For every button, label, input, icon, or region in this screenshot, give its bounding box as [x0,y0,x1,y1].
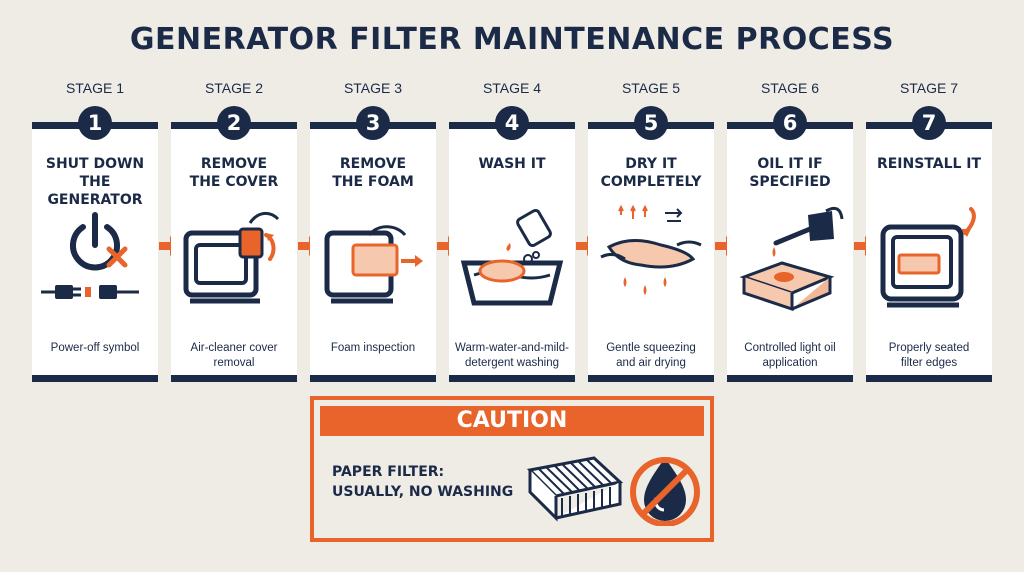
step-title-line: OIL IT IF [757,156,823,172]
step-title-line: WASH IT [478,156,546,172]
caption-line: Air-cleaner cover [190,342,278,354]
stage-5: STAGE 5 5 DRY IT COMPLETELY Gentle squee… [588,80,714,382]
caption-line: Power-off symbol [50,342,140,354]
stage-4: STAGE 4 4 WASH IT Warm-water-and-mild- d… [449,80,575,382]
step-number-badge: 5 [634,106,668,140]
caption-line: Warm-water-and-mild- [455,342,569,354]
stage-label: STAGE 3 [343,80,403,96]
step-title-line: THE COVER [189,174,279,190]
caution-header: CAUTION [320,406,704,436]
power-off-icon [41,212,139,299]
stage-3: STAGE 3 3 REMOVE THE FOAM Foam inspectio… [310,80,436,382]
step-title: DRY IT COMPLETELY [592,155,710,191]
step-caption: Foam inspection [314,341,432,356]
stage-label: STAGE 6 [760,80,820,96]
step-title-line: THE FOAM [332,174,414,190]
oil-can-icon [739,206,844,312]
step-caption: Power-off symbol [36,341,154,356]
caution-text: PAPER FILTER: USUALLY, NO WASHING [332,462,522,502]
stage-card: REINSTALL IT Properly seated filter edge… [866,122,992,382]
caption-line: Gentle squeezing [606,342,696,354]
step-title: REMOVE THE COVER [175,155,293,191]
stage-card: REMOVE THE COVER Air-cleaner cover remov… [171,122,297,382]
caution-text-line: USUALLY, NO WASHING [332,484,514,500]
stage-1: STAGE 1 1 SHUT DOWN THE GENERATOR Power-… [32,80,158,382]
step-number-badge: 1 [78,106,112,140]
step-title-line: SPECIFIED [749,174,831,190]
stage-label: STAGE 1 [65,80,125,96]
step-title: REMOVE THE FOAM [314,155,432,191]
step-title-line: REINSTALL IT [876,156,982,172]
caption-line: Controlled light oil [744,342,836,354]
step-title-line: REMOVE [339,156,407,172]
caption-line: Properly seated [888,342,970,354]
paper-filter-icon [526,456,624,522]
step-title: SHUT DOWN THE GENERATOR [36,155,154,209]
stage-label: STAGE 7 [899,80,959,96]
stage-label: STAGE 5 [621,80,681,96]
caution-box: CAUTION PAPER FILTER: USUALLY, NO WASHIN… [310,396,714,542]
caption-line: filter edges [900,357,958,369]
reinstall-filter-icon [880,207,976,308]
stage-card: OIL IT IF SPECIFIED Controlled light oil… [727,122,853,382]
stage-card: WASH IT Warm-water-and-mild- detergent w… [449,122,575,382]
stage-card: SHUT DOWN THE GENERATOR Power-off symbol [32,122,158,382]
step-number-badge: 2 [217,106,251,140]
step-number-badge: 3 [356,106,390,140]
step-number-badge: 7 [912,106,946,140]
caption-line: Foam inspection [330,342,416,354]
step-caption: Warm-water-and-mild- detergent washing [453,341,571,371]
caution-text-line: PAPER FILTER: [332,464,445,480]
stage-card: DRY IT COMPLETELY Gentle squeezing and a… [588,122,714,382]
step-caption: Properly seated filter edges [870,341,988,371]
step-title-line: THE GENERATOR [47,174,143,208]
step-number-badge: 4 [495,106,529,140]
step-title: OIL IT IF SPECIFIED [731,155,849,191]
step-caption: Air-cleaner cover removal [175,341,293,371]
caption-line: and air drying [616,357,686,369]
step-title-line: REMOVE [200,156,268,172]
step-title: REINSTALL IT [870,155,988,173]
stage-label: STAGE 2 [204,80,264,96]
step-caption: Gentle squeezing and air drying [592,341,710,371]
stage-6: STAGE 6 6 OIL IT IF SPECIFIED Controlled… [727,80,853,382]
generator-cover-icon [183,212,280,304]
caption-line: detergent washing [465,357,559,369]
washing-basin-icon [460,208,564,306]
foam-removal-icon [324,225,423,304]
stage-7: STAGE 7 7 REINSTALL IT Properly seated f… [866,80,992,382]
squeeze-dry-icon [600,205,702,295]
stage-2: STAGE 2 2 REMOVE THE COVER Air-cleaner c… [171,80,297,382]
stage-label: STAGE 4 [482,80,542,96]
step-title-line: DRY IT [625,156,677,172]
step-title: WASH IT [453,155,571,173]
step-title-line: SHUT DOWN [45,156,145,172]
caption-line: removal [213,357,255,369]
caption-line: application [762,357,818,369]
page-title: GENERATOR FILTER MAINTENANCE PROCESS [129,22,895,57]
step-title-line: COMPLETELY [600,174,702,190]
step-number-badge: 6 [773,106,807,140]
stage-card: REMOVE THE FOAM Foam inspection [310,122,436,382]
no-water-icon [630,457,700,526]
step-caption: Controlled light oil application [731,341,849,371]
